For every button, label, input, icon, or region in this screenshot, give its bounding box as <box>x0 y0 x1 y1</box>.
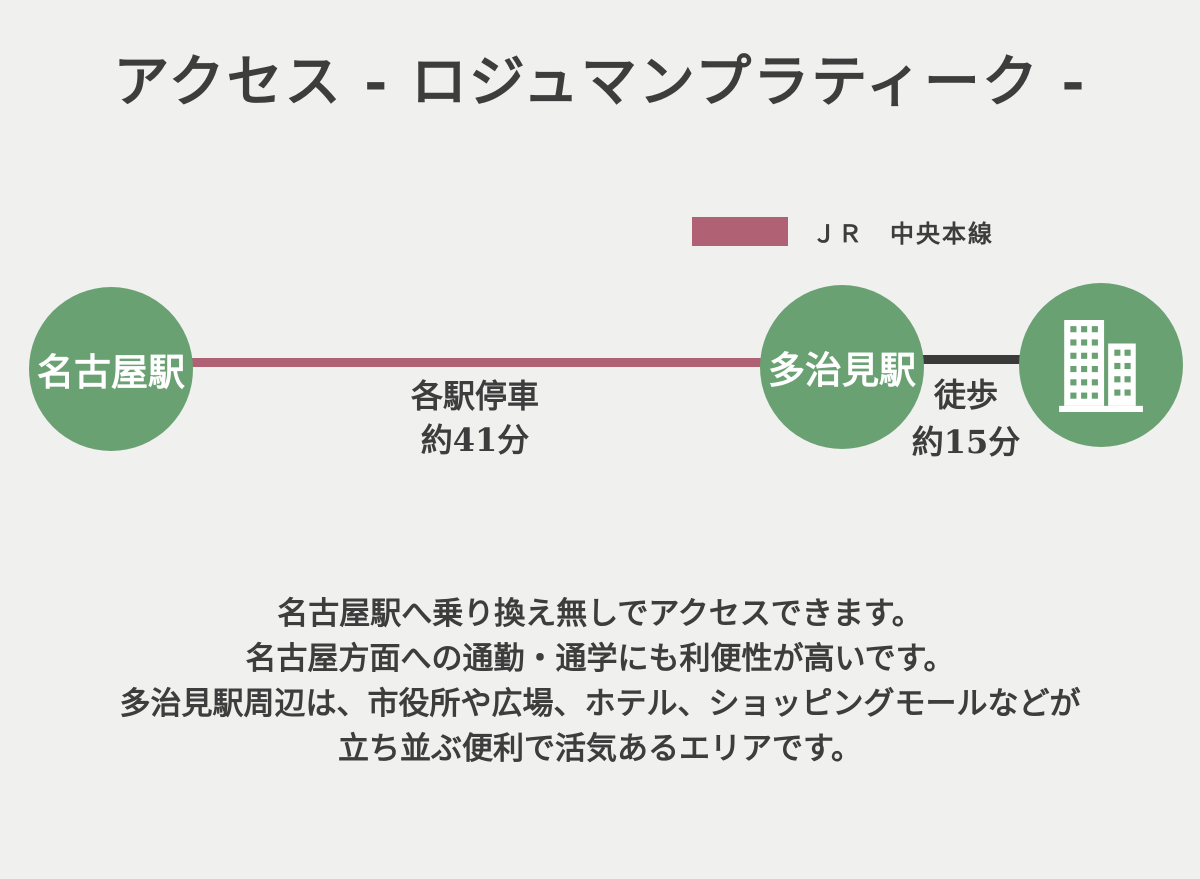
station-nagoya-label: 名古屋駅 <box>37 350 185 394</box>
walk-route-line <box>843 355 1102 364</box>
description-line-4: 立ち並ぶ便利で活気あるエリアです。 <box>338 731 862 767</box>
walk-segment-label: 徒歩 約15分 <box>866 372 1066 466</box>
description-line-3: 多治見駅周辺は、市役所や広場、ホテル、ショッピングモールなどが <box>119 686 1081 722</box>
walk-mode-label: 徒歩 <box>933 376 998 414</box>
station-circle-tajimi: 多治見駅 <box>760 285 924 449</box>
description-line-1: 名古屋駅へ乗り換え無しでアクセスできます。 <box>277 596 923 632</box>
destination-circle <box>1019 283 1183 447</box>
train-segment-label: 各駅停車 約41分 <box>325 374 625 462</box>
description-paragraph: 名古屋駅へ乗り換え無しでアクセスできます。 名古屋方面への通勤・通学にも利便性が… <box>0 592 1200 772</box>
train-duration-label: 約41分 <box>420 421 530 459</box>
page-title: アクセス - ロジュマンプラティーク - <box>113 49 1087 115</box>
jr-route-line <box>112 358 843 367</box>
station-tajimi-label: 多治見駅 <box>768 348 916 392</box>
walk-duration-label: 約15分 <box>911 423 1021 461</box>
building-icon <box>1059 320 1143 412</box>
station-circle-nagoya: 名古屋駅 <box>29 287 193 451</box>
jr-line-color-swatch <box>692 217 788 246</box>
legend-label: ＪＲ 中央本線 <box>812 219 994 248</box>
description-line-2: 名古屋方面への通勤・通学にも利便性が高いです。 <box>245 641 955 677</box>
train-service-label: 各駅停車 <box>410 377 539 415</box>
legend: ＪＲ 中央本線 <box>692 214 994 249</box>
